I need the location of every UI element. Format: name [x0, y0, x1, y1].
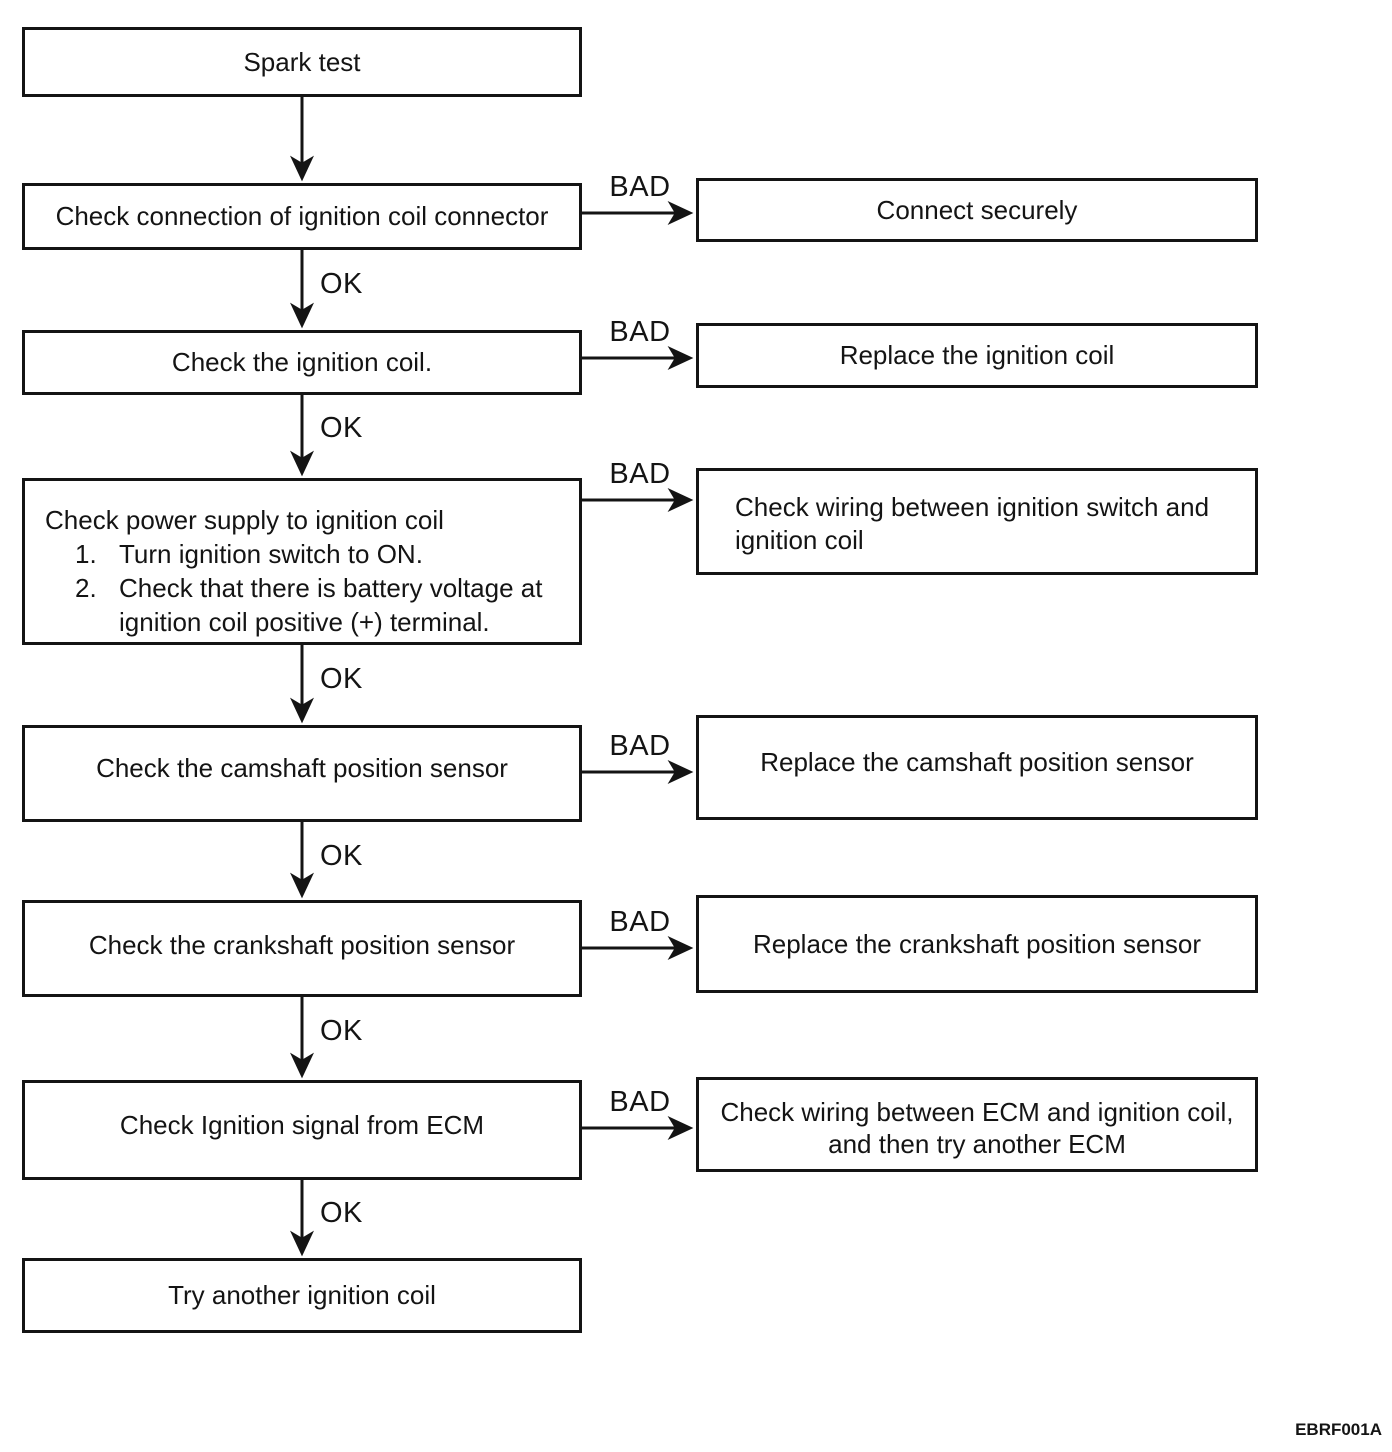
bad-label: BAD	[609, 171, 671, 203]
node-connect-securely: Connect securely	[696, 178, 1258, 242]
node-label: Check the ignition coil.	[171, 347, 433, 378]
node-check-ignition-coil: Check the ignition coil.	[22, 330, 582, 395]
node-replace-camshaft-sensor: Replace the camshaft position sensor	[696, 715, 1258, 820]
node-label: Connect securely	[876, 194, 1078, 225]
ok-label: OK	[320, 663, 363, 695]
ok-label: OK	[320, 412, 363, 444]
node-check-camshaft-sensor: Check the camshaft position sensor	[22, 725, 582, 822]
node-check-crankshaft-sensor: Check the crankshaft position sensor	[22, 900, 582, 997]
node-label: Check the camshaft position sensor	[96, 753, 508, 783]
node-label: Check power supply to ignition coil	[45, 505, 444, 535]
step-text: Check that there is battery voltage at i…	[119, 573, 543, 637]
node-label: Replace the crankshaft position sensor	[752, 929, 1202, 959]
bad-label: BAD	[609, 1086, 671, 1118]
bad-label: BAD	[609, 730, 671, 762]
node-label: Check wiring between ignition switch and…	[735, 492, 1210, 555]
bad-label: BAD	[609, 458, 671, 490]
ok-label: OK	[320, 268, 363, 300]
node-label: Replace the camshaft position sensor	[760, 747, 1194, 777]
node-spark-test: Spark test	[22, 27, 582, 97]
node-replace-crankshaft-sensor: Replace the crankshaft position sensor	[696, 895, 1258, 993]
node-check-ignition-signal: Check Ignition signal from ECM	[22, 1080, 582, 1180]
numbered-step-1: 1. Turn ignition switch to ON.	[75, 537, 569, 571]
node-replace-ignition-coil: Replace the ignition coil	[696, 323, 1258, 388]
node-check-power-supply: Check power supply to ignition coil 1. T…	[22, 478, 582, 645]
node-check-wiring-ecm-coil: Check wiring between ECM and ignition co…	[696, 1077, 1258, 1172]
ok-label: OK	[320, 1015, 363, 1047]
ok-label: OK	[320, 1197, 363, 1229]
node-label: Spark test	[243, 46, 361, 77]
node-check-connection: Check connection of ignition coil connec…	[22, 183, 582, 250]
bad-label: BAD	[609, 906, 671, 938]
node-label: Check wiring between ECM and ignition co…	[720, 1097, 1234, 1159]
ok-label: OK	[320, 840, 363, 872]
figure-code: EBRF001A	[1295, 1420, 1382, 1439]
node-label: Check Ignition signal from ECM	[119, 1110, 485, 1140]
node-check-wiring-switch-coil: Check wiring between ignition switch and…	[696, 468, 1258, 575]
node-try-another-coil: Try another ignition coil	[22, 1258, 582, 1333]
step-number: 2.	[75, 573, 97, 603]
bad-label: BAD	[609, 316, 671, 348]
step-text: Turn ignition switch to ON.	[119, 539, 423, 569]
node-label: Replace the ignition coil	[839, 340, 1115, 371]
step-number: 1.	[75, 539, 97, 569]
node-label: Check connection of ignition coil connec…	[55, 201, 549, 232]
node-label: Check the crankshaft position sensor	[88, 930, 516, 960]
numbered-step-2: 2. Check that there is battery voltage a…	[75, 571, 569, 639]
node-label: Try another ignition coil	[168, 1280, 436, 1311]
